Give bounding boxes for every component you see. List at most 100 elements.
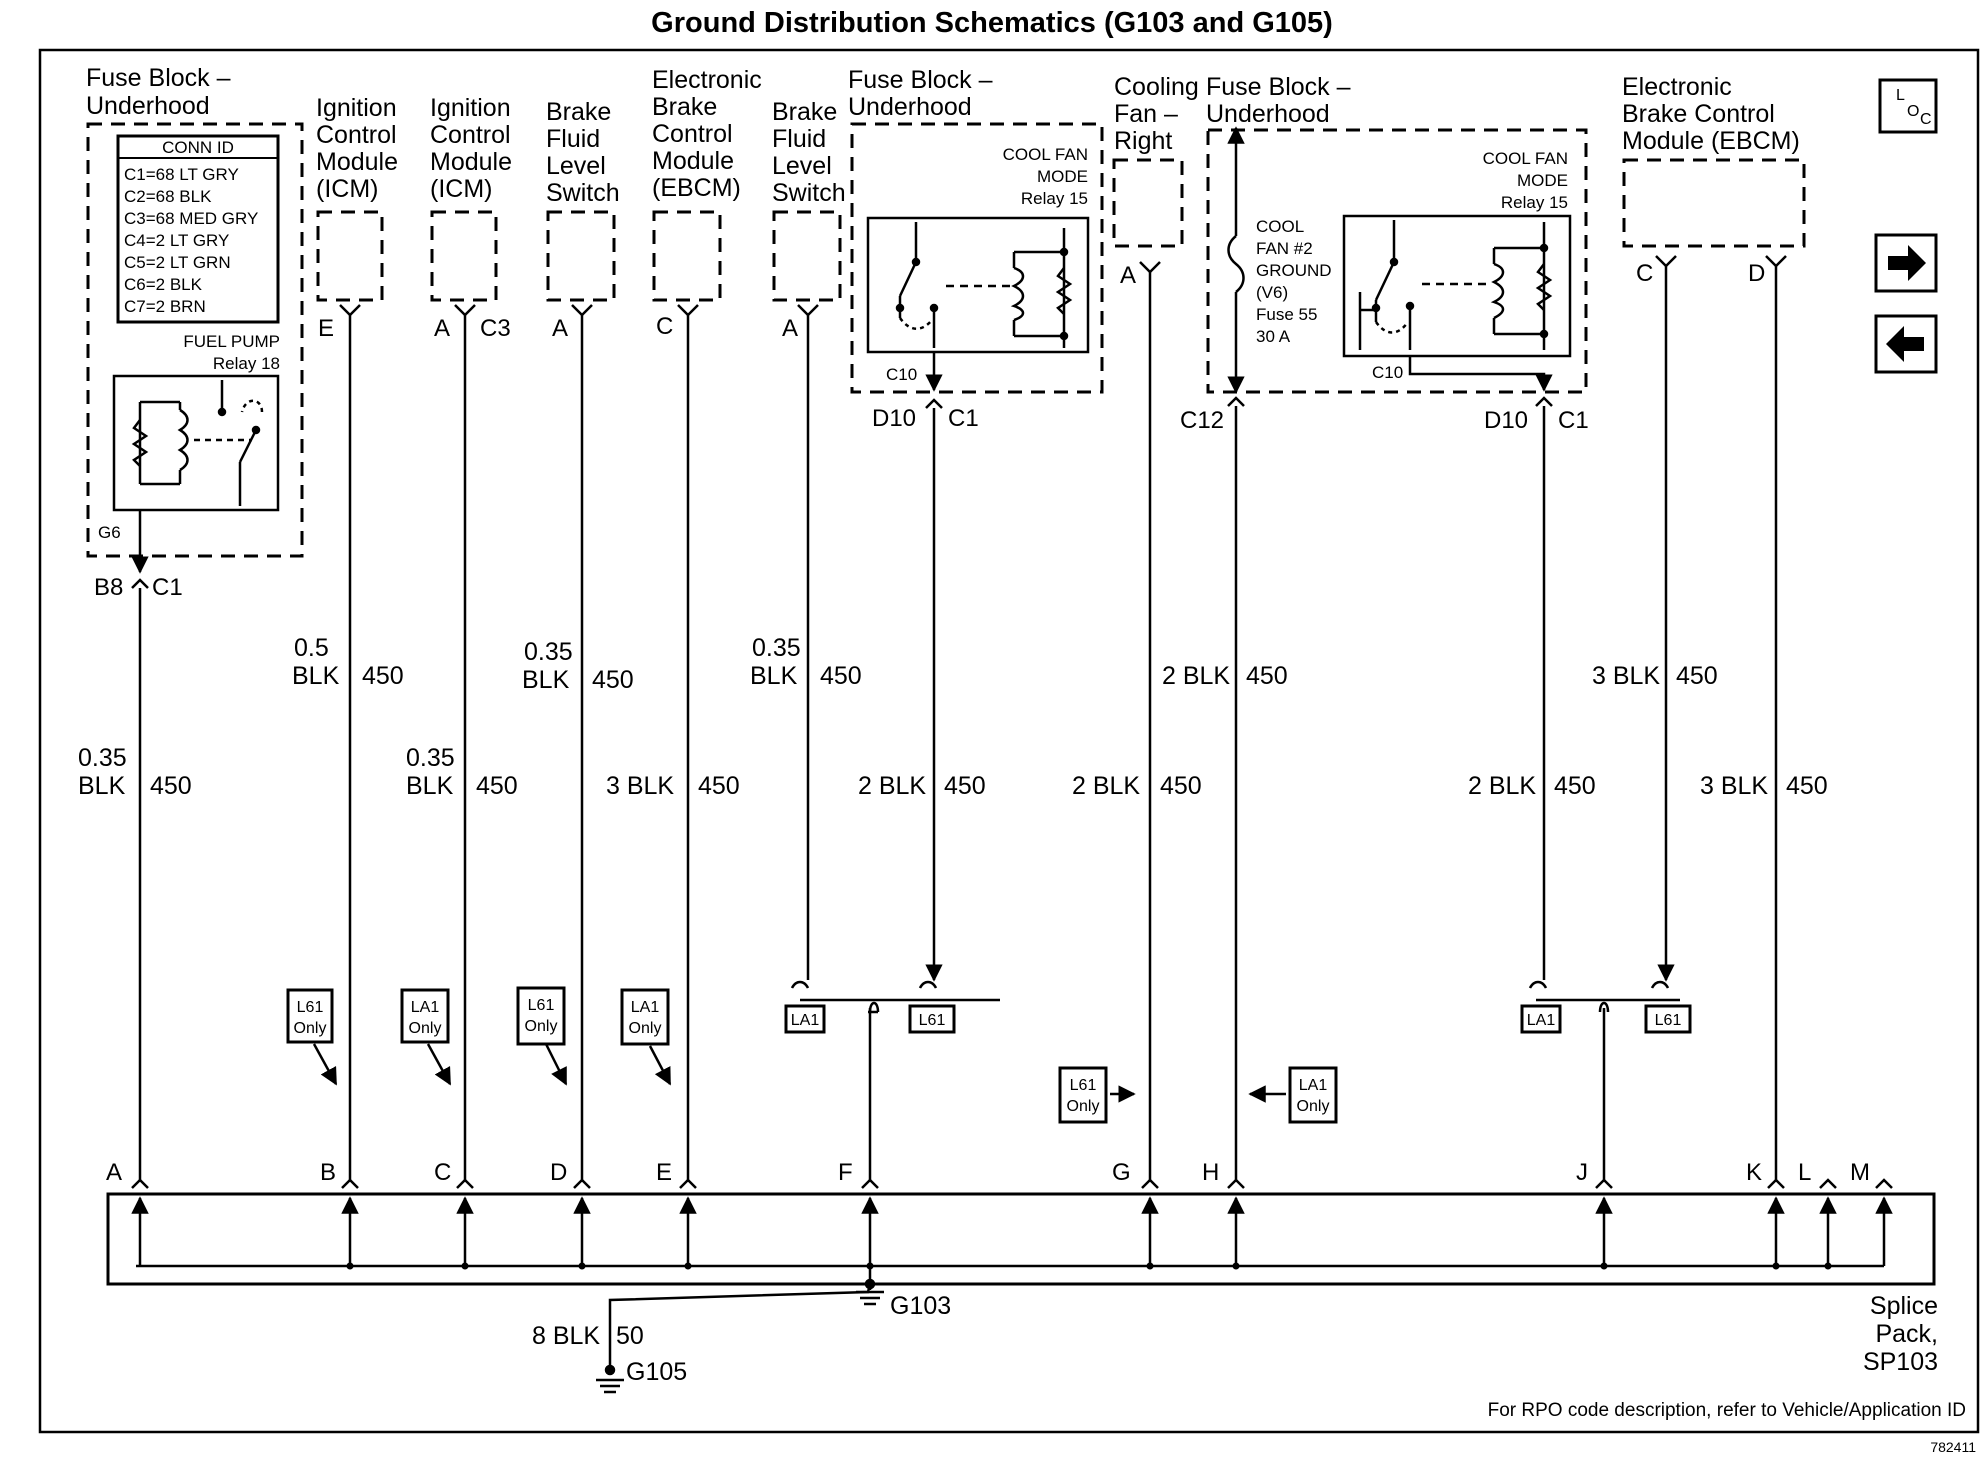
svg-text:Brake Control: Brake Control — [1622, 100, 1775, 128]
brake-fluid-level-switch-1-label: Brake Fluid Level Switch — [546, 98, 620, 207]
svg-text:Brake: Brake — [652, 93, 717, 121]
wire-label-4: 0.35 BLK 450 — [522, 638, 634, 694]
left-arrow-icon[interactable] — [1874, 314, 1938, 374]
ebcm-2-label: Electronic Brake Control Module (EBCM) — [1622, 73, 1800, 155]
pin-c10-mid: C10 — [886, 365, 917, 384]
svg-text:Control: Control — [652, 120, 733, 148]
rpo-badge-1: L61 Only — [286, 988, 338, 1086]
pin-g6: G6 — [98, 523, 121, 542]
svg-text:A: A — [106, 1159, 122, 1186]
wire-label-9: 2 BLK 450 — [1468, 772, 1596, 800]
splice-pack: A B C D E F G H J K L M Splice Pack, SP1… — [106, 1159, 1938, 1376]
rpo-note: For RPO code description, refer to Vehic… — [1488, 1400, 1966, 1421]
svg-text:GROUND: GROUND — [1256, 261, 1332, 280]
fuse-55-symbol — [1227, 126, 1245, 394]
svg-text:2 BLK: 2 BLK — [1162, 662, 1230, 690]
svg-text:Control: Control — [430, 121, 511, 149]
svg-text:Module: Module — [652, 147, 734, 175]
svg-text:BLK: BLK — [292, 662, 340, 690]
svg-text:Fluid: Fluid — [772, 125, 826, 153]
pin-c1-left: C1 — [152, 574, 183, 601]
svg-text:Fluid: Fluid — [546, 125, 600, 153]
rpo-tag-la1-mid: LA1 — [784, 1004, 826, 1034]
svg-text:C: C — [434, 1159, 451, 1186]
svg-text:K: K — [1746, 1159, 1762, 1186]
rpo-badge-5: L61 Only — [1058, 1066, 1136, 1124]
wire-label-5: 3 BLK 450 — [606, 772, 740, 800]
icm-2-label: Ignition Control Module (ICM) — [430, 94, 512, 203]
wire-label-8a: 2 BLK 450 — [1162, 662, 1288, 690]
ground-g105 — [596, 1364, 624, 1394]
svg-text:Control: Control — [316, 121, 397, 149]
svg-text:Only: Only — [294, 1020, 327, 1037]
svg-text:Electronic: Electronic — [1622, 73, 1732, 101]
location-icon[interactable]: L O C — [1878, 78, 1938, 134]
pin-c10-right: C10 — [1372, 363, 1403, 382]
cool-fan-relay-1-symbol — [866, 216, 1090, 354]
fuel-pump-relay-symbol — [112, 374, 280, 512]
svg-text:C7=2 BRN: C7=2 BRN — [124, 297, 206, 316]
svg-text:2 BLK: 2 BLK — [1468, 772, 1536, 800]
icm-1-label: Ignition Control Module (ICM) — [316, 94, 398, 203]
svg-text:(ICM): (ICM) — [430, 175, 492, 203]
svg-text:J: J — [1576, 1159, 1588, 1186]
svg-text:450: 450 — [1160, 772, 1202, 800]
svg-text:450: 450 — [1786, 772, 1828, 800]
pin-c12: C12 — [1180, 407, 1224, 434]
svg-text:B: B — [320, 1159, 336, 1186]
svg-text:L61: L61 — [528, 997, 555, 1014]
svg-text:Ignition: Ignition — [316, 94, 397, 122]
pin-c-ebcm-1: C — [656, 313, 673, 340]
svg-text:0.35: 0.35 — [78, 744, 127, 772]
fuse-block-right-subtitle: Underhood — [1206, 100, 1330, 128]
svg-text:(EBCM): (EBCM) — [652, 174, 741, 202]
svg-text:(V6): (V6) — [1256, 283, 1288, 302]
rpo-badge-3: L61 Only — [516, 986, 568, 1086]
svg-text:0.35: 0.35 — [752, 634, 801, 662]
svg-text:Ignition: Ignition — [430, 94, 511, 122]
svg-text:30 A: 30 A — [1256, 327, 1291, 346]
fuel-pump-relay-label: FUEL PUMP — [183, 332, 280, 351]
svg-text:450: 450 — [944, 772, 986, 800]
ebcm-1-box — [652, 210, 722, 302]
pin-a-bfls-2: A — [782, 315, 798, 342]
svg-text:BLK: BLK — [78, 772, 126, 800]
svg-text:L61: L61 — [297, 999, 324, 1016]
svg-text:D: D — [550, 1159, 567, 1186]
svg-text:L61: L61 — [1655, 1012, 1682, 1029]
svg-text:3 BLK: 3 BLK — [1592, 662, 1660, 690]
rpo-badge-2: LA1 Only — [400, 988, 452, 1086]
svg-text:(ICM): (ICM) — [316, 175, 378, 203]
svg-text:F: F — [838, 1159, 853, 1186]
svg-text:L: L — [1798, 1159, 1811, 1186]
svg-text:Only: Only — [525, 1018, 558, 1035]
svg-text:Brake: Brake — [772, 98, 837, 126]
svg-text:BLK: BLK — [522, 666, 570, 694]
svg-text:E: E — [656, 1159, 672, 1186]
svg-text:450: 450 — [820, 662, 862, 690]
wire-label-1: 0.35 BLK 450 — [78, 744, 192, 800]
svg-text:2 BLK: 2 BLK — [1072, 772, 1140, 800]
rpo-tag-l61-right: L61 — [1644, 1004, 1692, 1034]
svg-text:Fan –: Fan – — [1114, 100, 1178, 128]
svg-text:3 BLK: 3 BLK — [606, 772, 674, 800]
svg-text:C4=2 LT GRY: C4=2 LT GRY — [124, 231, 229, 250]
right-arrow-icon[interactable] — [1874, 233, 1938, 293]
cool-fan-relay-2-label: COOL FAN — [1483, 149, 1568, 168]
svg-text:C2=68 BLK: C2=68 BLK — [124, 187, 212, 206]
svg-text:C3=68 MED GRY: C3=68 MED GRY — [124, 209, 258, 228]
svg-text:Only: Only — [1297, 1098, 1330, 1115]
svg-text:Cooling: Cooling — [1114, 73, 1199, 101]
svg-text:H: H — [1202, 1159, 1219, 1186]
wire-label-10b: 3 BLK 450 — [1700, 772, 1828, 800]
svg-text:Right: Right — [1114, 127, 1172, 155]
fuse-block-right-title: Fuse Block – — [1206, 73, 1351, 101]
rpo-badge-4: LA1 Only — [620, 988, 672, 1086]
cool-fan-relay-2-symbol — [1342, 214, 1572, 358]
wire-label-8b: 2 BLK 450 — [1072, 772, 1202, 800]
fuse-block-right-box — [1206, 128, 1588, 394]
svg-text:2 BLK: 2 BLK — [858, 772, 926, 800]
ebcm-2-box — [1622, 158, 1806, 248]
svg-text:450: 450 — [698, 772, 740, 800]
